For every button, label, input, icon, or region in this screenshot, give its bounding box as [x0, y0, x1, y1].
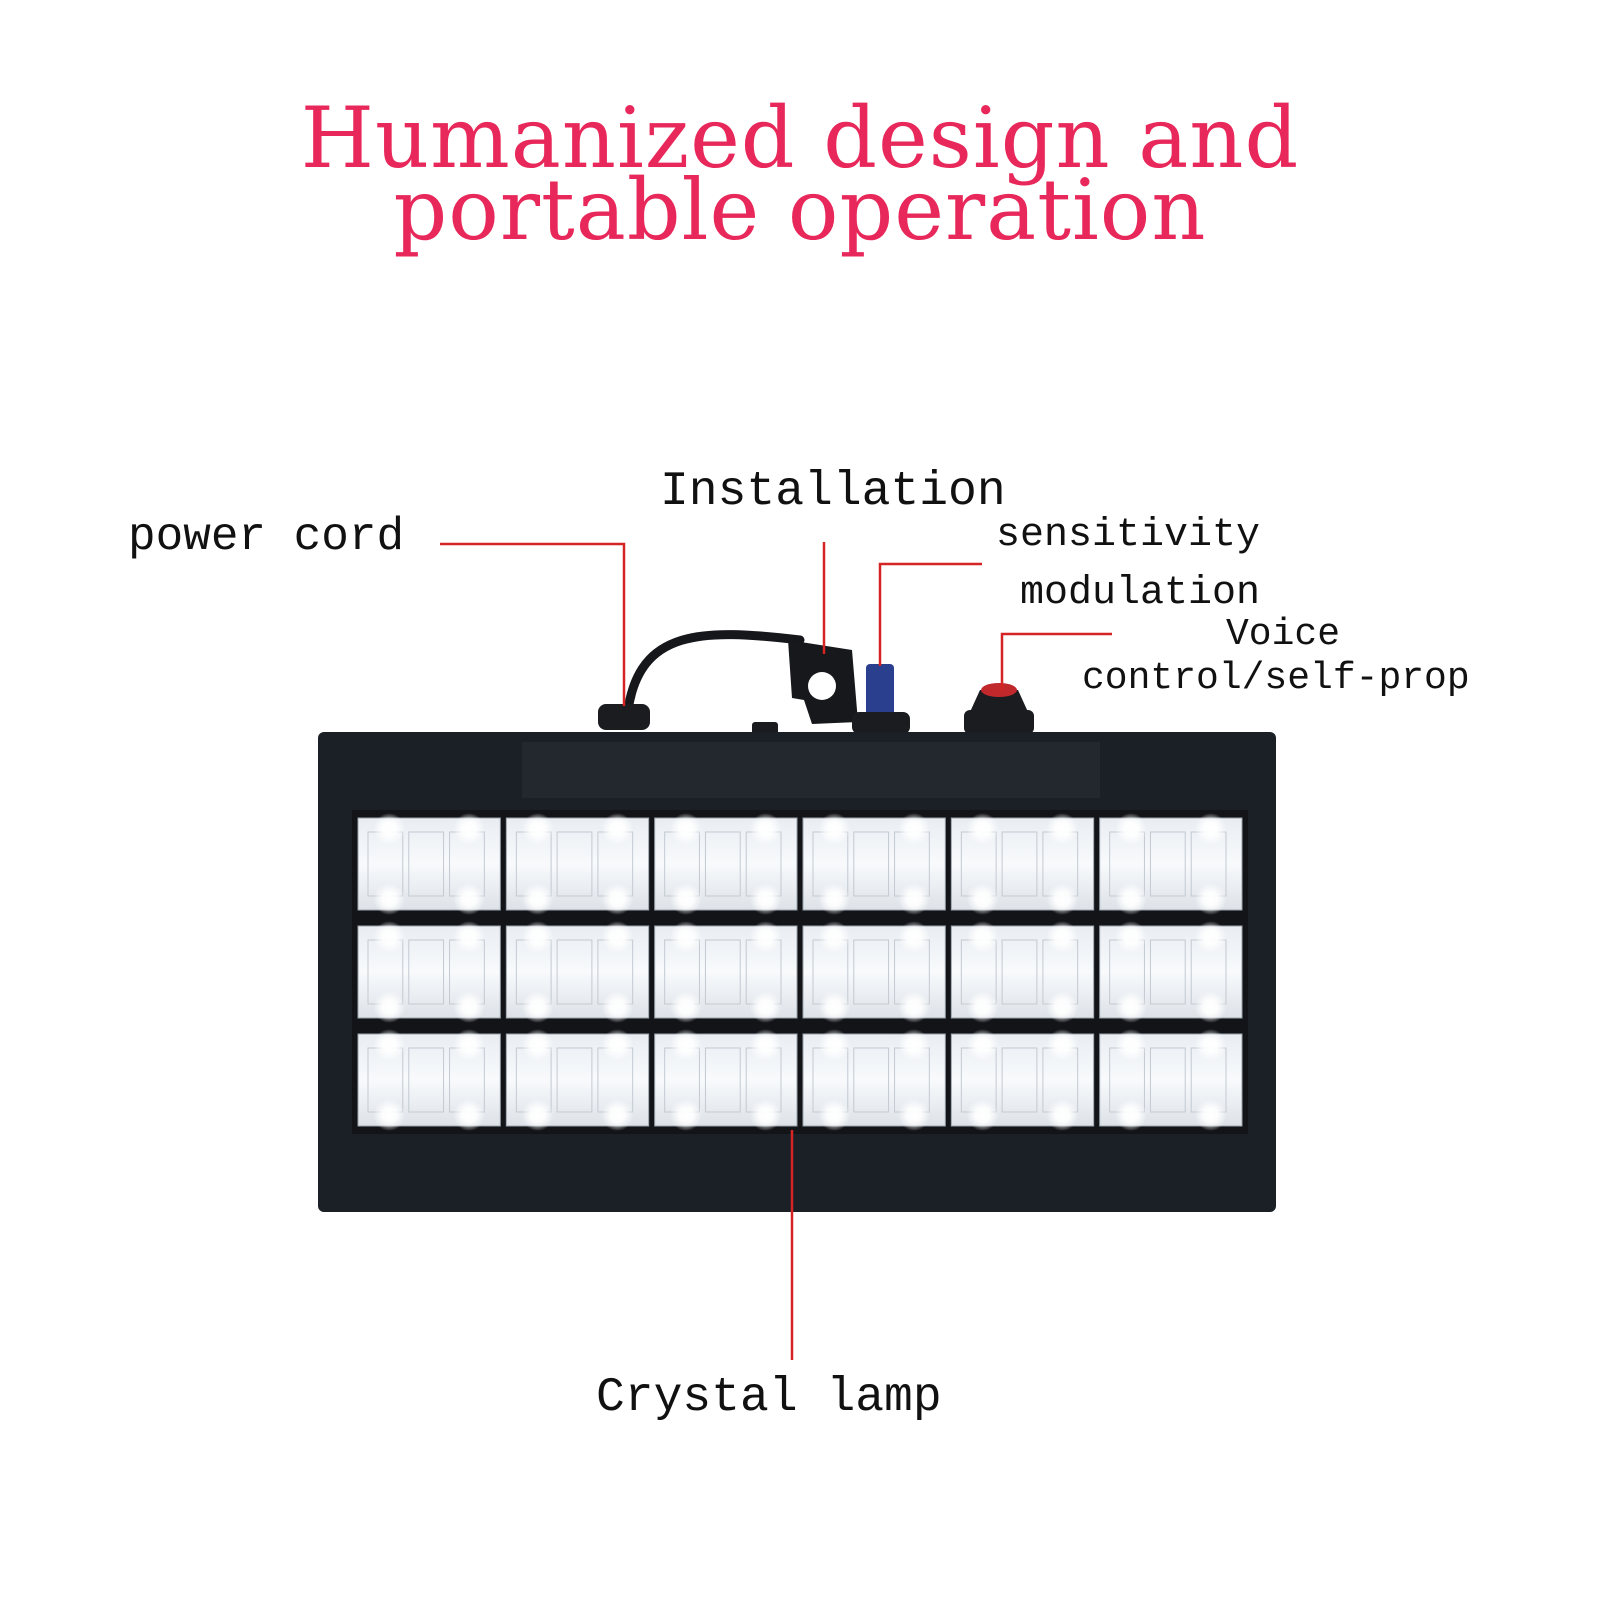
title-line-2: portable operation — [393, 161, 1207, 259]
led-cell — [654, 813, 798, 915]
led-backplate — [352, 810, 1248, 1134]
mounting-bracket — [788, 640, 858, 724]
led-cell — [654, 921, 798, 1023]
led-cell — [357, 813, 501, 915]
sensitivity-knob — [852, 664, 910, 734]
led-cell — [950, 1029, 1095, 1131]
led-cell — [802, 813, 946, 915]
leader-lines — [440, 542, 1112, 1360]
led-cell — [505, 1029, 650, 1131]
leader-sensitivity — [878, 562, 982, 666]
label-voice-line-2: control/self-prop — [1082, 657, 1470, 700]
led-cell — [357, 1029, 501, 1131]
bracket-hole — [808, 672, 836, 700]
led-cell — [1099, 921, 1243, 1023]
led-cell — [505, 813, 650, 915]
title-line-1: Humanized design and — [300, 89, 1300, 187]
led-cell — [1099, 1029, 1243, 1131]
led-cell — [357, 921, 501, 1023]
led-cell — [950, 921, 1095, 1023]
label-voice-line-1: Voice — [1226, 613, 1341, 656]
label-crystal-lamp: Crystal lamp — [596, 1371, 942, 1425]
label-installation: Installation — [660, 465, 1006, 519]
led-cell — [802, 921, 946, 1023]
leader-power-cord — [440, 542, 626, 706]
label-sensitivity-line-1: sensitivity — [996, 513, 1261, 558]
led-cell — [802, 1029, 946, 1131]
housing-top-band — [522, 742, 1100, 798]
label-power-cord: power cord — [128, 511, 405, 563]
led-cell — [1099, 813, 1243, 915]
led-grid — [352, 810, 1248, 1134]
led-cell — [505, 921, 650, 1023]
power-cable — [623, 630, 805, 715]
voice-control-button — [964, 683, 1034, 734]
led-cell — [654, 1029, 798, 1131]
label-sensitivity-line-2: modulation — [1020, 571, 1261, 616]
leader-voice-control — [1000, 632, 1112, 690]
power-cord-plug — [598, 704, 650, 730]
led-cell — [950, 813, 1095, 915]
